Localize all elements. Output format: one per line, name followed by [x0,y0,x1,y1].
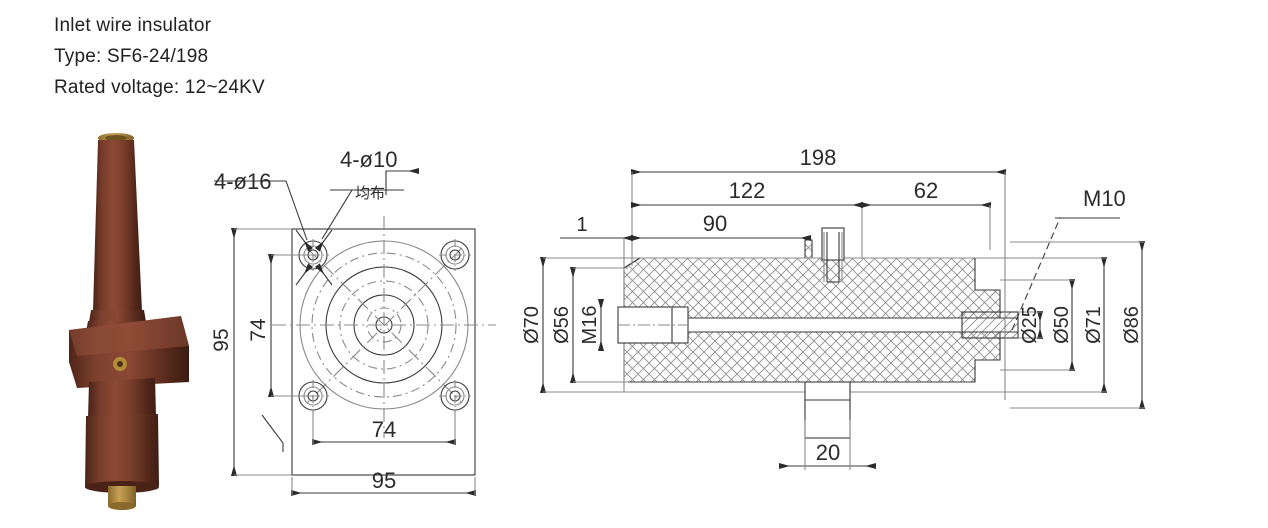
dim-label-dia-50: Ø50 [1051,306,1073,344]
right-stud-insert [961,311,1019,339]
dim-label-90: 90 [703,211,727,236]
callout-4x10-note: 均布 [355,185,385,202]
top-cap-bore [105,135,127,141]
callout-4x10: 4-ø10 [340,147,397,172]
dim-198 [630,168,1007,400]
header-block: Inlet wire insulator Type: SF6-24/198 Ra… [54,10,474,103]
dim-label-62: 62 [914,178,938,203]
dim-label-95-vertical: 95 [210,328,233,351]
dim-74-horizontal [311,410,457,446]
dim-74-vertical [267,253,313,398]
dim-label-95-horizontal: 95 [372,468,396,493]
dim-label-122: 122 [729,178,766,203]
dim-label-dia-71: Ø71 [1083,306,1105,344]
callout-m10: M10 [1083,186,1126,211]
section-arrow [385,167,420,195]
dim-62 [860,201,992,250]
dim-label-dia-25: Ø25 [1019,306,1041,344]
dim-label-dia-86: Ø86 [1121,306,1143,344]
dim-95-vertical [230,227,292,477]
dim-1 [560,234,634,260]
insulator-illustration [69,133,189,510]
upper-column [93,140,142,311]
left-threaded-insert [617,306,689,344]
dim-label-m16: M16 [579,306,601,345]
body-section-upper [623,239,1001,319]
dim-dia-56 [569,266,628,384]
centerline-diagonal-2 [306,247,463,404]
flange-top-face [69,316,189,356]
dim-dia-70 [539,256,620,394]
collar-ring-upper [89,310,146,322]
dim-dia-71 [1005,256,1108,394]
voltage-line: Rated voltage: 12~24KV [54,77,265,98]
bottom-stud-end [108,502,136,510]
callout-4x16: 4-ø16 [214,169,271,194]
dim-95-horizontal [261,414,477,497]
flange-insert-bore [117,361,123,367]
product-photo [63,116,203,516]
lower-body [85,414,159,488]
dim-label-74-horizontal: 74 [372,417,396,442]
type-line: Type: SF6-24/198 [54,46,209,67]
dim-label-dia-70: Ø70 [521,306,543,344]
dim-label-20: 20 [816,440,840,465]
lower-body-upper [88,378,156,418]
top-boss-m10 [821,227,845,283]
dim-dia-86 [1010,240,1146,410]
dim-dia-50 [1000,278,1076,372]
dim-label-74-vertical: 74 [247,318,270,342]
dim-label-dia-56: Ø56 [551,306,573,344]
dim-122 [630,201,864,258]
front-view-flange [214,167,496,497]
section-view-assembly [539,168,1146,470]
leader-corner [261,414,284,452]
leader-m10 [1011,217,1120,331]
dim-20 [778,420,877,470]
bottom-brass-stud [108,486,136,506]
body-circle-bolt [311,252,457,398]
dim-dia-25 [1018,310,1044,340]
bottom-stem [804,381,851,439]
dim-label-198: 198 [800,145,837,170]
page-title: Inlet wire insulator [54,15,212,36]
dim-label-1: 1 [576,214,587,236]
leader-4x10 [321,189,353,240]
